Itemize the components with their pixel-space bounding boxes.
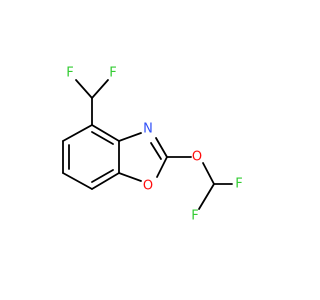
bond-n-c2-double (150, 142, 162, 160)
atom-fluorine-1: F (66, 66, 73, 81)
bond-c4-c5 (62, 124, 93, 142)
bond-c-f3 (198, 183, 215, 210)
bond-c7-c7a-double (91, 169, 114, 183)
atom-oxygen-ether: O (192, 150, 202, 165)
bond-c3a-n (118, 132, 142, 142)
atom-nitrogen: N (143, 122, 153, 137)
bond-c7-c7a (91, 172, 120, 190)
atom-fluorine-4: F (235, 177, 242, 192)
atom-fluorine-3: F (191, 209, 198, 224)
atom-labels: F F N O O F F (66, 66, 242, 224)
atom-oxygen-ring: O (143, 179, 153, 194)
bond-cf-f1 (75, 79, 93, 99)
atom-fluorine-2: F (109, 66, 116, 81)
bond-c3a-c4 (91, 124, 120, 142)
bond-c3a-c4-double (91, 131, 114, 145)
bond-o-ring-c7a (118, 172, 142, 182)
bond-o-ether-c (202, 162, 215, 185)
bond-c2-o-ring (156, 156, 168, 178)
molecule-structure: F F N O O F F (62, 66, 243, 224)
bonds (62, 79, 233, 210)
bond-n-c2 (155, 137, 168, 158)
bond-cf-f2 (91, 79, 109, 99)
bond-c6-c7 (62, 172, 93, 190)
